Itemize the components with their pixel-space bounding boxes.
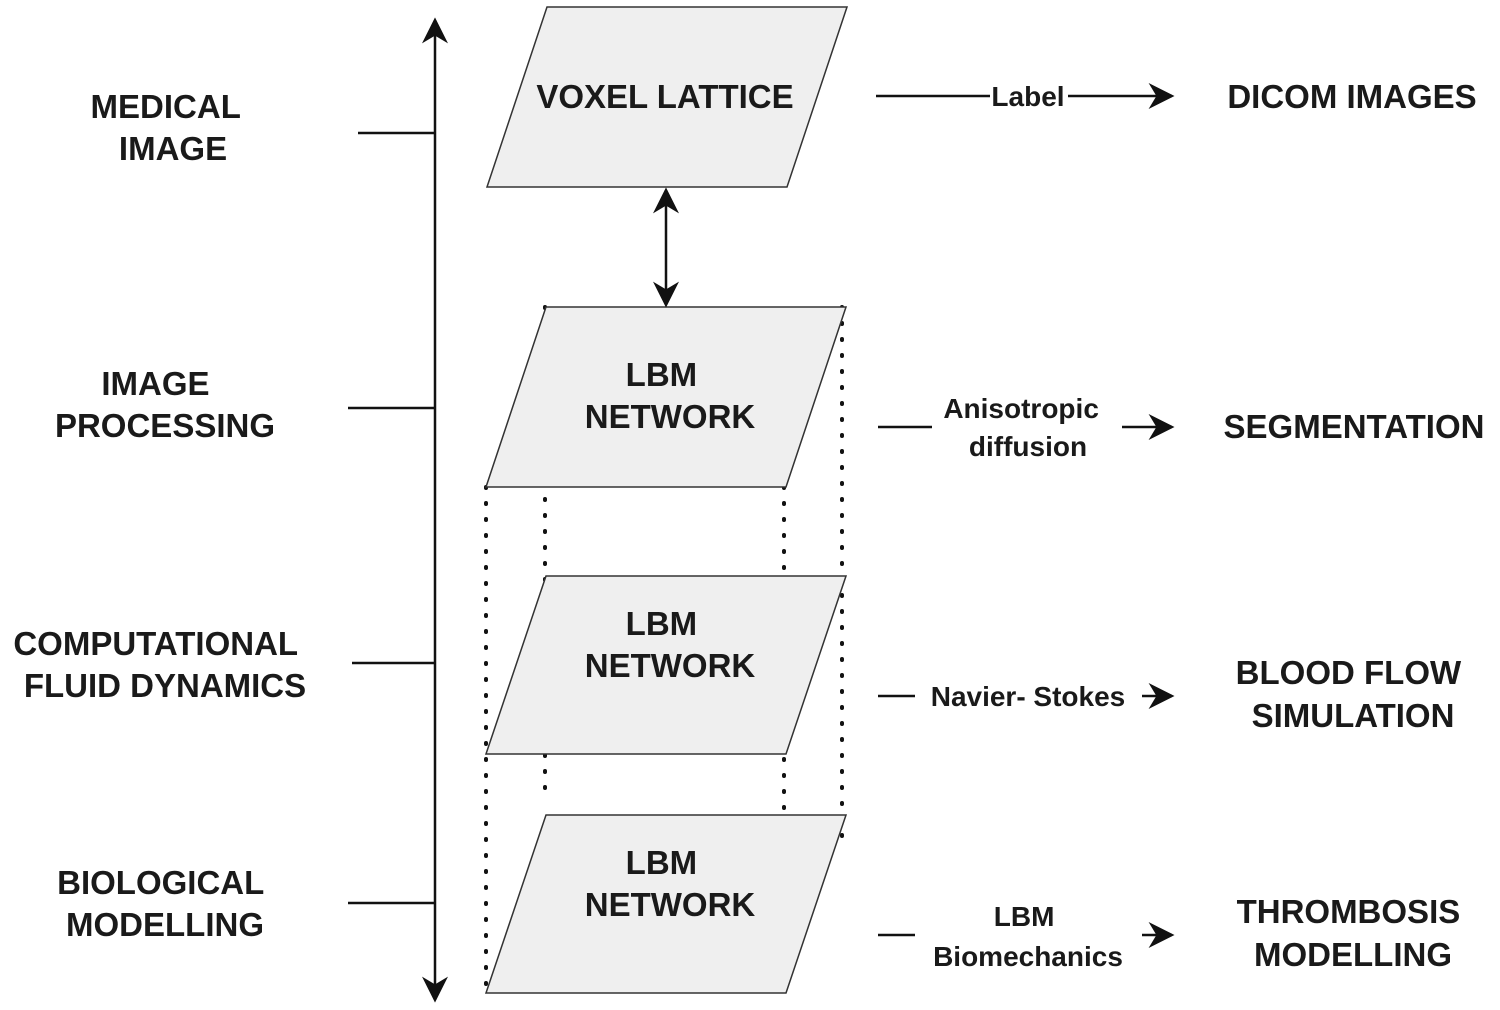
stage-label-medical-image: MEDICAL IMAGE xyxy=(91,88,250,167)
method-label-anisotropic: Anisotropic diffusion xyxy=(943,393,1106,462)
method-label-label: Label xyxy=(991,81,1064,112)
output-label-thrombosis-modelling: THROMBOSIS MODELLING xyxy=(1237,893,1470,973)
lbm-network-layer-3 xyxy=(484,814,848,994)
stage-label-image-processing: IMAGE PROCESSING xyxy=(55,365,275,444)
output-label-dicom-images: DICOM IMAGES xyxy=(1227,78,1476,115)
output-label-blood-flow-simulation: BLOOD FLOW SIMULATION xyxy=(1236,654,1471,734)
stage-label-biological-modelling: BIOLOGICAL MODELLING xyxy=(57,864,273,943)
layer-label-voxel-lattice: VOXEL LATTICE xyxy=(536,78,793,115)
method-label-navier-stokes: Navier- Stokes xyxy=(931,681,1126,712)
layer-label-lbm-network-3: LBM NETWORK xyxy=(585,844,756,923)
voxel-lattice-layer xyxy=(485,6,849,188)
layer-label-lbm-network-2: LBM NETWORK xyxy=(585,605,756,684)
lbm-network-layer-2 xyxy=(484,575,848,755)
layer-label-lbm-network-1: LBM NETWORK xyxy=(585,356,756,435)
method-label-lbm-biomechanics: LBM Biomechanics xyxy=(933,901,1123,972)
lbm-network-layer-1 xyxy=(484,306,848,488)
stage-label-cfd: COMPUTATIONAL FLUID DYNAMICS xyxy=(13,625,306,704)
output-label-segmentation: SEGMENTATION xyxy=(1224,408,1485,445)
